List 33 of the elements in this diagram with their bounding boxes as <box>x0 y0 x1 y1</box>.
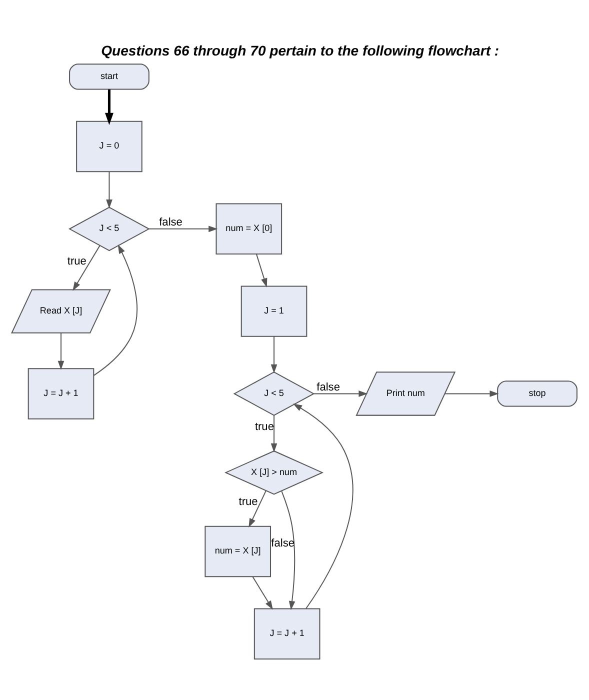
node-box: num = X [0] <box>216 203 282 255</box>
node-box: J = 1 <box>240 286 308 337</box>
node-diamond: J < 5 <box>233 372 315 416</box>
arrow <box>105 90 114 125</box>
node-diamond: X [J] > num <box>224 450 324 495</box>
edge-label: false <box>271 538 295 550</box>
arrow <box>270 415 278 452</box>
arrow <box>93 244 138 376</box>
node-box: num = X [J] <box>204 526 271 578</box>
arrow <box>72 246 100 291</box>
arrow <box>281 491 296 610</box>
arrow <box>444 390 499 397</box>
node-diamond: J < 5 <box>68 206 150 252</box>
edge-label: true <box>238 496 258 508</box>
node-box: J = J + 1 <box>28 368 94 420</box>
edge-label: true <box>254 421 274 434</box>
arrow <box>58 333 64 370</box>
arrow <box>293 404 354 609</box>
edge-label: false <box>316 381 340 394</box>
arrow <box>270 336 278 374</box>
edge-label: false <box>159 216 182 229</box>
node-box: start <box>69 64 150 90</box>
edge-label: true <box>67 256 86 268</box>
diagram-title: Questions 66 through 70 pertain to the following flowchart : <box>101 42 500 58</box>
arrow <box>314 390 368 397</box>
arrow <box>149 226 218 232</box>
arrow <box>248 490 266 528</box>
arrow <box>256 254 268 288</box>
node-box: stop <box>497 380 578 407</box>
arrow <box>252 576 273 610</box>
node-box: J = J + 1 <box>254 608 320 660</box>
node-box: J = 0 <box>76 120 142 172</box>
arrow <box>106 172 112 209</box>
